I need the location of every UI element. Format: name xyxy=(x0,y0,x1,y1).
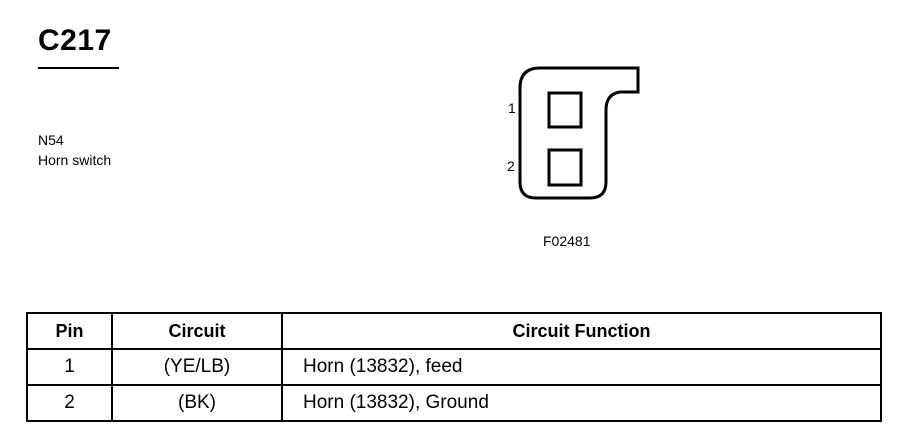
pin-1-cavity xyxy=(547,91,583,129)
connector-face-diagram xyxy=(518,66,640,200)
header-function: Circuit Function xyxy=(281,312,882,350)
cell-function: Horn (13832), feed xyxy=(281,348,882,386)
header-circuit: Circuit xyxy=(111,312,283,350)
cell-function: Horn (13832), Ground xyxy=(281,384,882,422)
connector-id-underline xyxy=(38,67,119,69)
cell-circuit: (YE/LB) xyxy=(111,348,283,386)
table-row: 1 (YE/LB) Horn (13832), feed xyxy=(26,348,882,386)
connector-outline xyxy=(518,66,640,200)
pin-1-label: 1 xyxy=(508,100,516,116)
cell-circuit: (BK) xyxy=(111,384,283,422)
connector-id: C217 xyxy=(38,24,112,57)
pin-table: Pin Circuit Circuit Function 1 (YE/LB) H… xyxy=(26,312,882,422)
cell-pin: 1 xyxy=(26,348,113,386)
component-name: Horn switch xyxy=(38,152,112,168)
table-row: 2 (BK) Horn (13832), Ground xyxy=(26,384,882,422)
pin-2-cavity xyxy=(547,148,583,187)
table-header-row: Pin Circuit Circuit Function xyxy=(26,312,882,350)
figure-id: F02481 xyxy=(543,233,591,249)
cell-pin: 2 xyxy=(26,384,113,422)
pin-2-label: 2 xyxy=(507,158,515,174)
component-code: N54 xyxy=(38,132,64,148)
header-pin: Pin xyxy=(26,312,113,350)
